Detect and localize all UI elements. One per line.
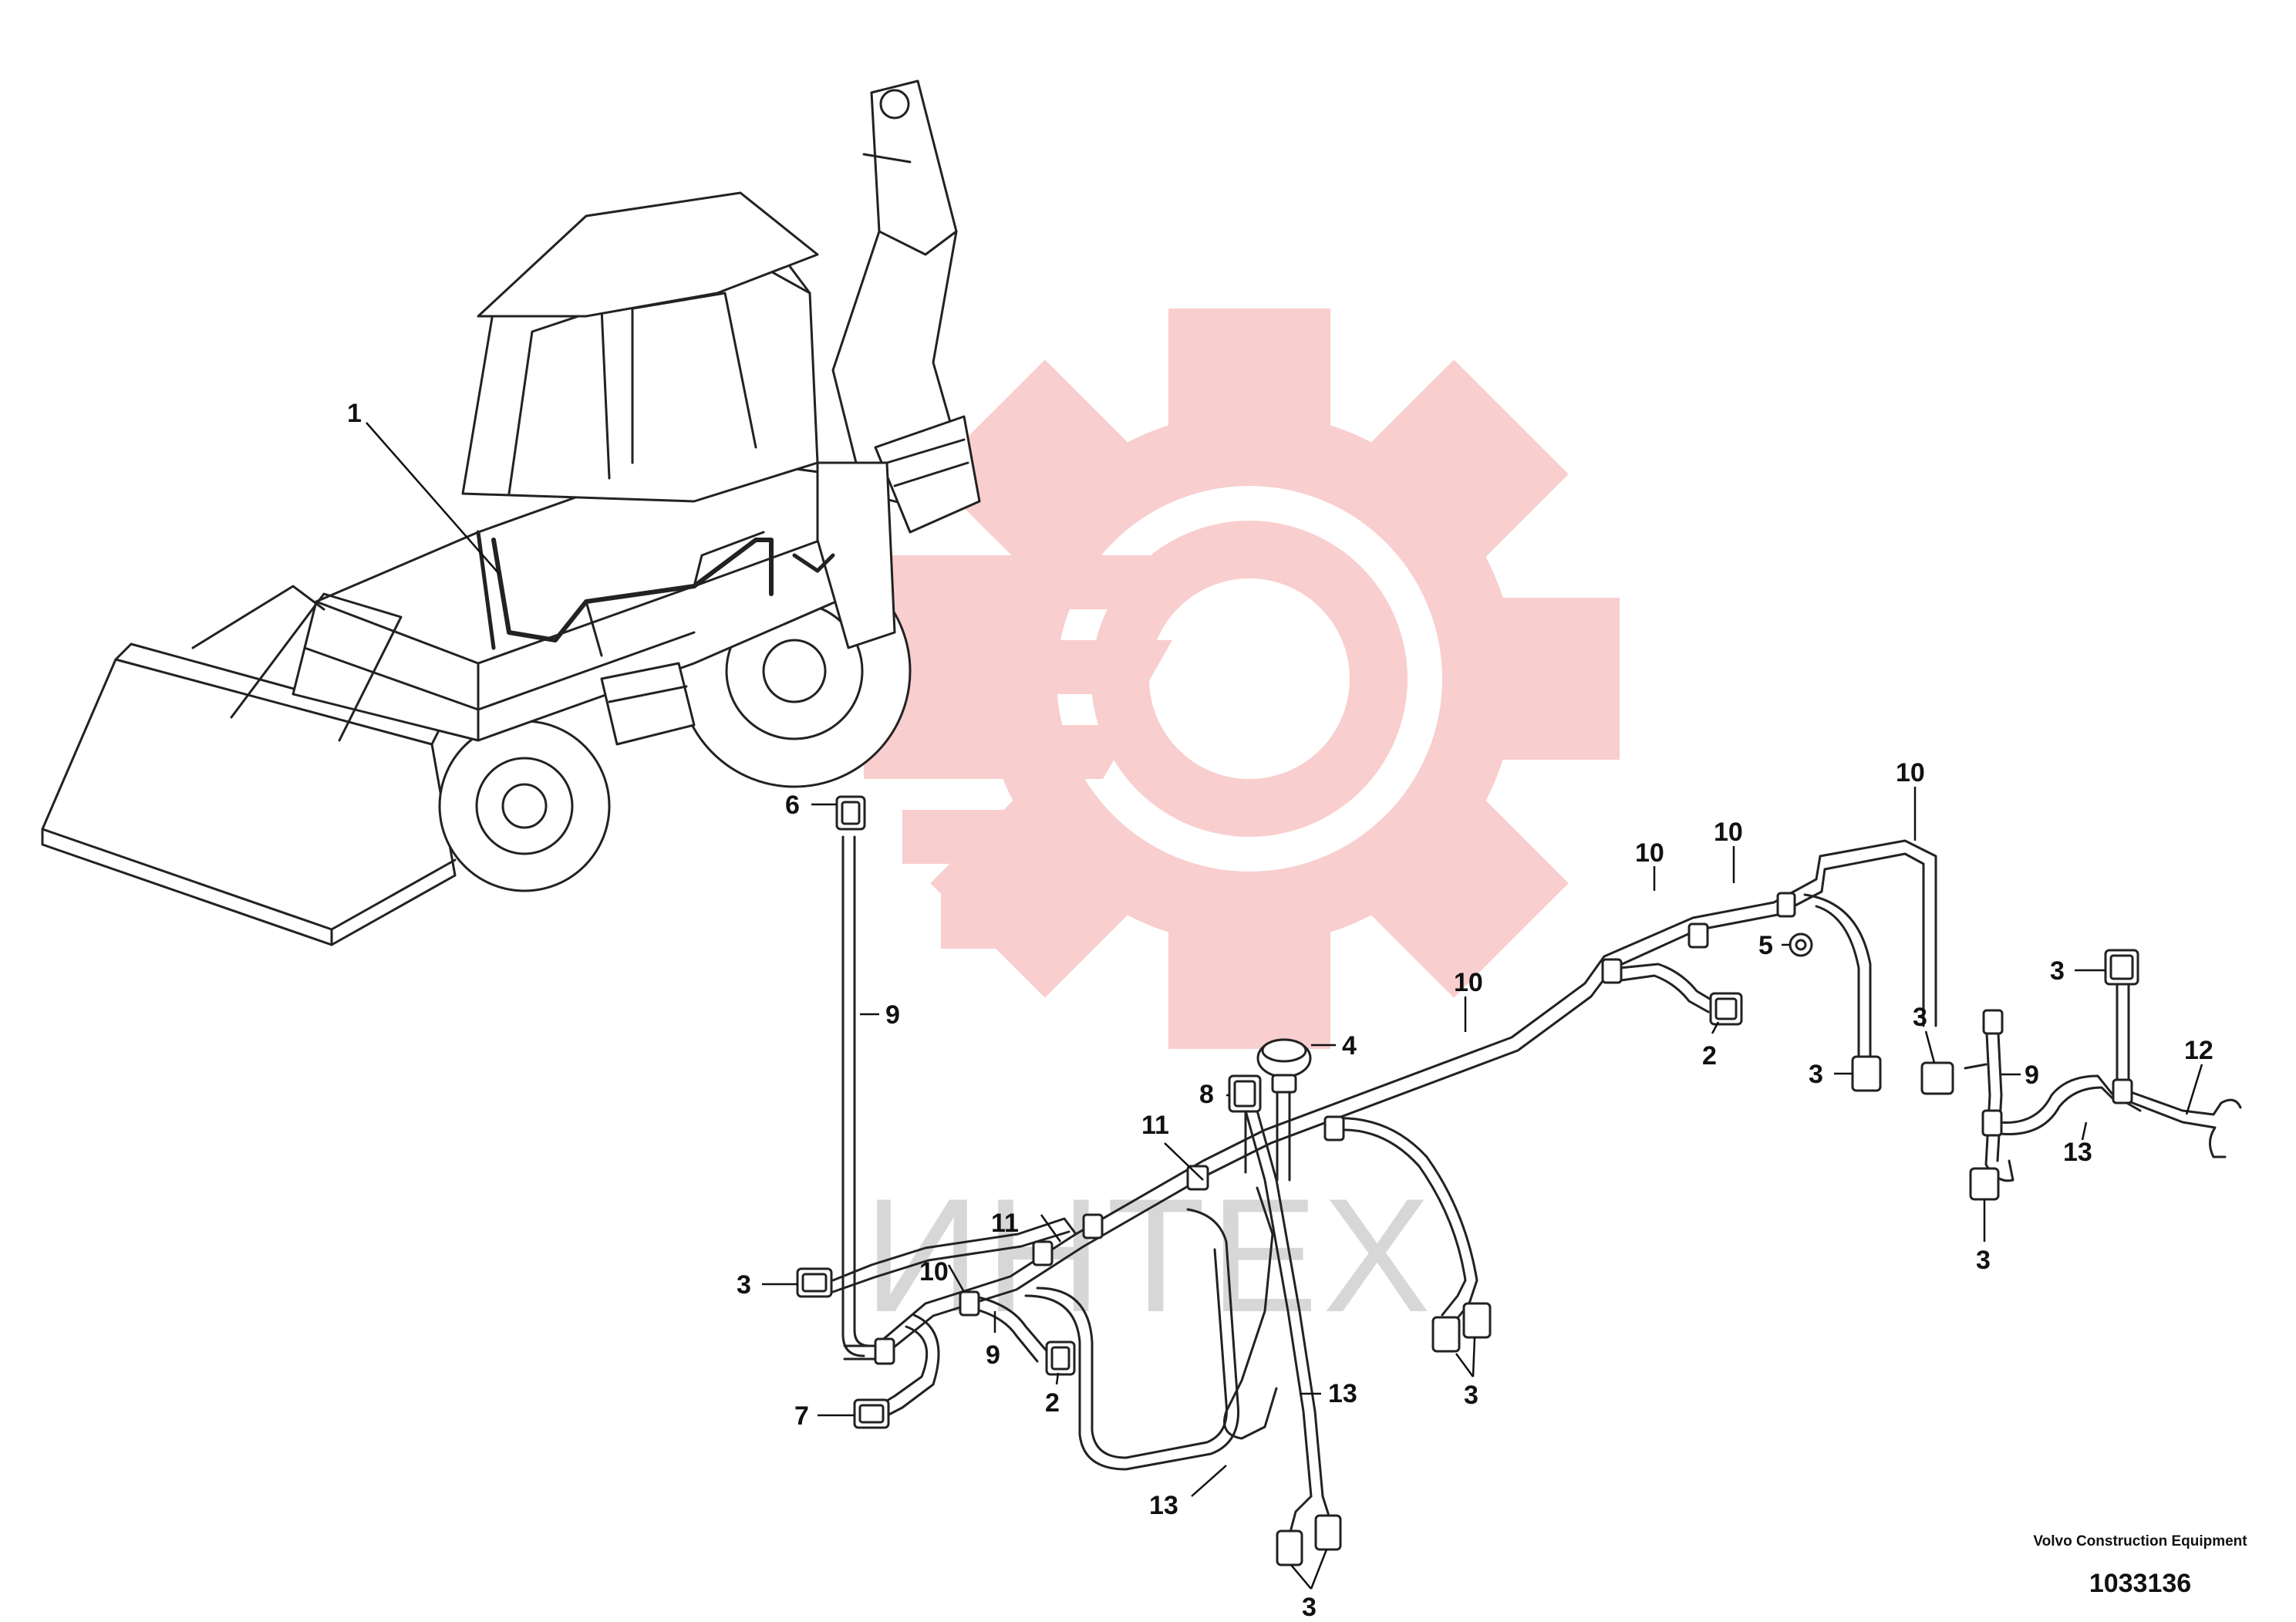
connector-icon-3-far-right-a bbox=[1920, 1061, 1954, 1095]
callout-4: 4 bbox=[1342, 1031, 1357, 1061]
callout-10e: 10 bbox=[1896, 758, 1925, 787]
callout-2a: 2 bbox=[1045, 1388, 1060, 1418]
callout-1: 1 bbox=[347, 399, 362, 428]
callout-5: 5 bbox=[1758, 931, 1773, 960]
callout-3f: 3 bbox=[1464, 1381, 1478, 1410]
callouts: 6 9 3 7 2 9 10 11 11 8 4 10 10 10 10 5 2… bbox=[737, 758, 2213, 1622]
callout-13a: 13 bbox=[2063, 1138, 2092, 1167]
callout-10d: 10 bbox=[1714, 818, 1743, 847]
callout-8: 8 bbox=[1199, 1080, 1214, 1109]
connector-icon bbox=[796, 795, 2139, 1566]
callout-3a: 3 bbox=[737, 1270, 751, 1300]
callout-9c: 9 bbox=[2025, 1061, 2039, 1090]
callout-10b: 10 bbox=[1454, 968, 1483, 997]
backhoe-loader-illustration bbox=[41, 79, 981, 946]
callout-13b: 13 bbox=[1328, 1379, 1357, 1408]
callout-11b: 11 bbox=[1141, 1111, 1169, 1140]
callout-2b: 2 bbox=[1702, 1041, 1717, 1071]
connector-icon-3-far-right-b bbox=[1969, 1167, 2000, 1201]
callout-3d: 3 bbox=[2050, 956, 2065, 986]
callout-10a: 10 bbox=[919, 1257, 949, 1286]
callout-9a: 9 bbox=[885, 1000, 900, 1030]
connector-icon-3-mid-b bbox=[1462, 1302, 1492, 1339]
callout-13c: 13 bbox=[1149, 1491, 1178, 1520]
connector-icon-3-bottom-b bbox=[1314, 1514, 1342, 1551]
callout-7: 7 bbox=[794, 1401, 809, 1431]
connector-icon-3-mid-a bbox=[1431, 1316, 1461, 1353]
callout-10c: 10 bbox=[1635, 838, 1664, 868]
company-name: Volvo Construction Equipment bbox=[2033, 1533, 2247, 1549]
gear-logo-watermark bbox=[787, 309, 1620, 1049]
callout-6: 6 bbox=[785, 791, 800, 820]
callout-3e: 3 bbox=[1976, 1246, 1991, 1275]
leader-line bbox=[366, 422, 501, 575]
callout-3b: 3 bbox=[1809, 1060, 1823, 1089]
harness-junctions bbox=[874, 892, 2133, 1365]
callout-3c: 3 bbox=[1913, 1003, 1927, 1032]
callout-11a: 11 bbox=[991, 1209, 1019, 1238]
callout-12: 12 bbox=[2184, 1036, 2213, 1065]
connector-icon-3-bottom-a bbox=[1276, 1529, 1303, 1566]
callout-3g: 3 bbox=[1302, 1593, 1317, 1622]
leader-lines bbox=[762, 787, 2203, 1590]
callout-9b: 9 bbox=[986, 1340, 1000, 1370]
drawing-id: 1033136 bbox=[2089, 1569, 2192, 1598]
connector-icon-3-right bbox=[1851, 1055, 1882, 1092]
